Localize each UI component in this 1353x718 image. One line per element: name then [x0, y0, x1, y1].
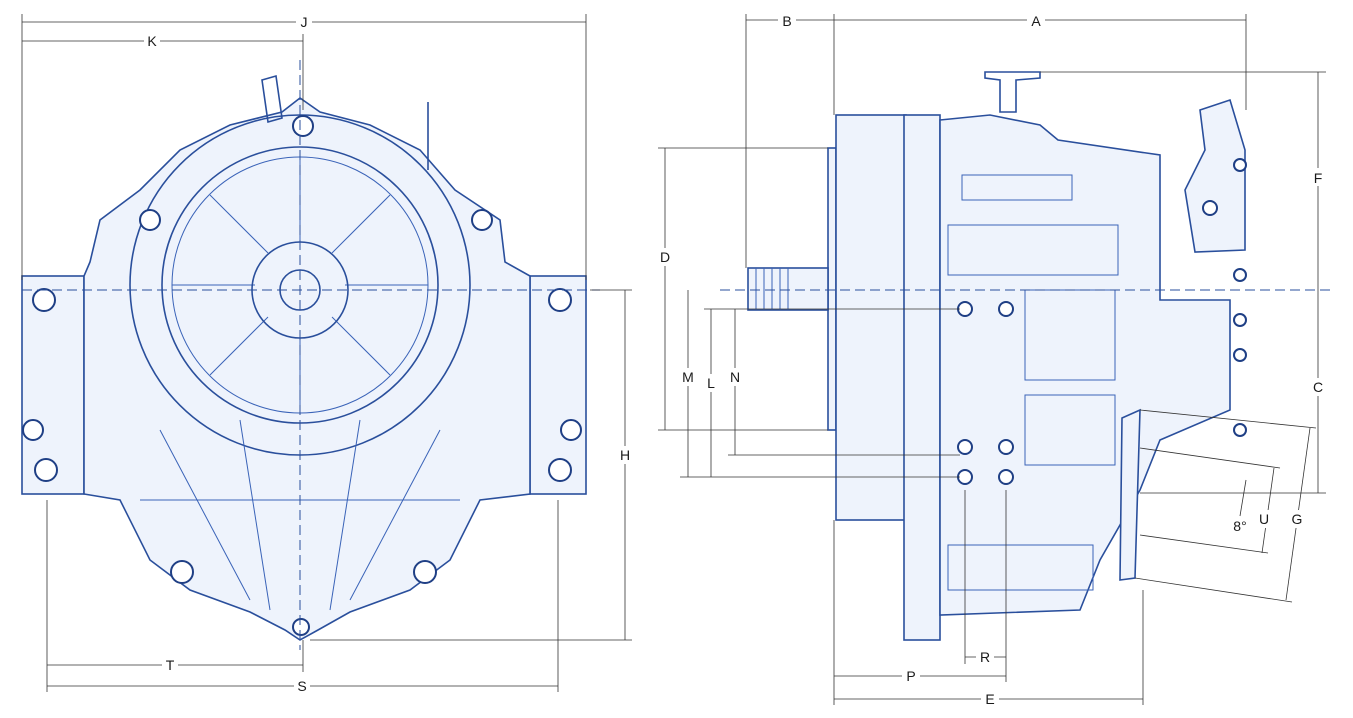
label-H: H — [620, 447, 630, 463]
label-K: K — [147, 33, 157, 49]
control-lever-bracket — [1184, 98, 1246, 253]
label-B: B — [782, 13, 791, 29]
label-P: P — [906, 668, 915, 684]
front-view — [21, 60, 600, 650]
dimension-labels: J K H T S B A D F C M L N G U 8° P R E — [144, 11, 1327, 708]
output-flange — [1119, 408, 1141, 581]
shaft-splines — [755, 268, 789, 310]
label-A: A — [1031, 13, 1041, 29]
side-bolts — [957, 158, 1247, 485]
label-U: U — [1259, 511, 1269, 527]
label-F: F — [1314, 170, 1323, 186]
label-J: J — [301, 14, 308, 30]
shift-handle — [984, 71, 1041, 113]
label-S: S — [297, 678, 306, 694]
side-view — [720, 71, 1330, 641]
housing-panels — [947, 174, 1119, 591]
label-L: L — [707, 375, 715, 391]
input-flange-plate — [827, 147, 837, 431]
front-dimensions — [21, 14, 632, 692]
label-C: C — [1313, 379, 1323, 395]
label-D: D — [660, 249, 670, 265]
front-lever — [261, 74, 283, 124]
front-cover — [835, 114, 907, 521]
front-bolts — [22, 115, 582, 636]
label-M: M — [682, 369, 694, 385]
right-mounting-flange — [529, 275, 587, 495]
label-T: T — [166, 657, 175, 673]
label-E: E — [985, 691, 994, 707]
left-mounting-flange — [21, 275, 85, 495]
gearbox-housing — [939, 114, 1231, 616]
front-housing-outline — [83, 97, 531, 641]
label-G: G — [1292, 511, 1303, 527]
label-angle: 8° — [1233, 518, 1246, 534]
label-R: R — [980, 649, 990, 665]
adapter-plate — [903, 114, 941, 641]
label-N: N — [730, 369, 740, 385]
